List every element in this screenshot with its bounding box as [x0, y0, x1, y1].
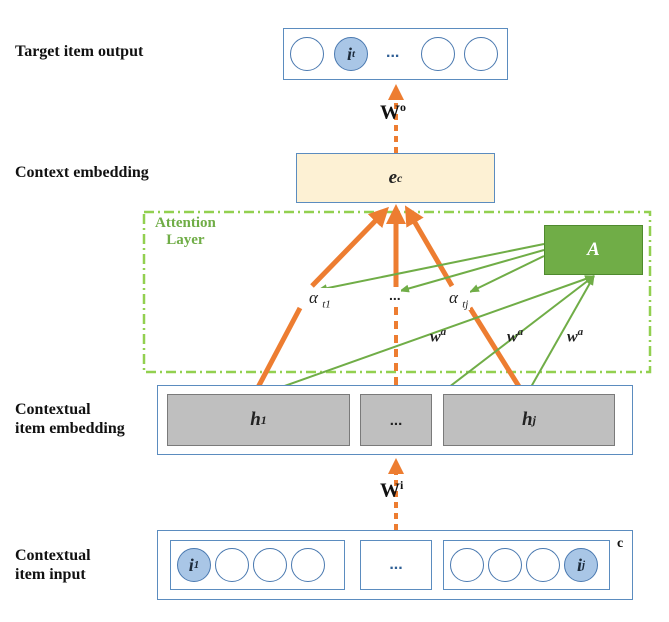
label-contextual-item-embedding-line2: item embedding [15, 420, 125, 437]
green-a-to-mid [399, 249, 545, 293]
weight-wo-label: Wo [380, 100, 406, 124]
input-middle-ellipsis: ... [389, 556, 403, 573]
input-node [253, 548, 287, 582]
label-contextual-item-embedding-line1: Contextual [15, 401, 91, 418]
input-node [450, 548, 484, 582]
input-corner-label: c [617, 536, 624, 551]
attention-layer-box [142, 210, 652, 374]
alpha-tj-label: α tj [447, 288, 471, 311]
input-group-middle: ... [360, 540, 432, 590]
green-mid-to-a [439, 275, 595, 395]
weight-wa-label-3: wa [567, 326, 584, 346]
output-node [421, 37, 455, 71]
orange-line-h1 [252, 306, 303, 395]
weight-wa-label-2: wa [507, 326, 524, 346]
output-ellipsis: ... [386, 44, 400, 61]
attention-layer-title: Attention Layer [155, 215, 216, 248]
orange-line-alpha1 [310, 206, 389, 288]
input-node [215, 548, 249, 582]
input-node [291, 548, 325, 582]
label-contextual-item-input-line2: item input [15, 566, 86, 583]
alpha-middle-ellipsis: ... [389, 287, 401, 303]
input-node [488, 548, 522, 582]
green-a-to-alpha1 [317, 243, 545, 293]
weight-wa-label-1: wa [430, 326, 447, 346]
green-a-to-alphaj [469, 255, 545, 293]
embedding-middle: ... [360, 394, 432, 446]
input-node [526, 548, 560, 582]
orange-line-alphaj [404, 205, 455, 288]
label-target-item-output: Target item output [15, 43, 144, 60]
alpha-t1-label: α t1 [307, 288, 333, 311]
green-h1-to-a [261, 275, 595, 395]
output-node [464, 37, 498, 71]
output-node [290, 37, 324, 71]
label-contextual-item-input-line1: Contextual [15, 547, 91, 564]
green-hj-to-a [526, 275, 595, 395]
attention-a-box: A [544, 225, 643, 275]
weight-wi-label: Wi [380, 478, 404, 502]
label-context-embedding: Context embedding [15, 164, 149, 181]
